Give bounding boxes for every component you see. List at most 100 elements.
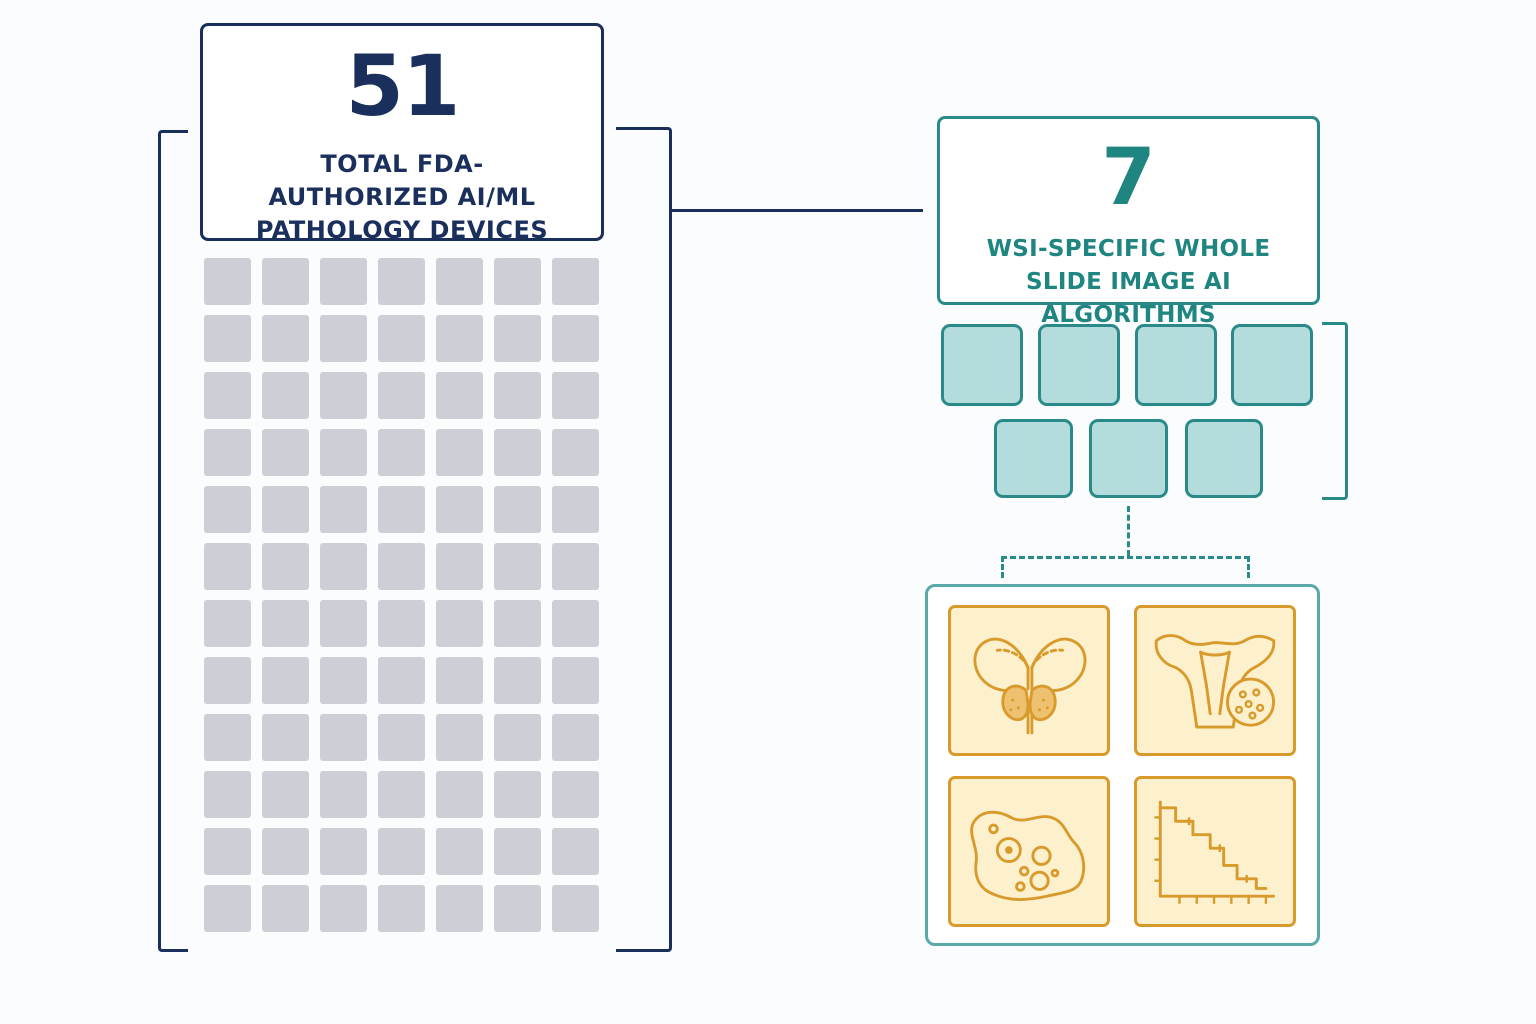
device-cell bbox=[320, 828, 367, 875]
device-cell bbox=[262, 258, 309, 305]
device-cell bbox=[378, 885, 425, 932]
device-cell bbox=[436, 600, 483, 647]
device-cell bbox=[320, 429, 367, 476]
device-cell bbox=[204, 828, 251, 875]
tissue-cells-icon bbox=[970, 810, 1086, 901]
device-cell bbox=[262, 828, 309, 875]
application-tile-cervix bbox=[1134, 605, 1296, 756]
device-cell bbox=[436, 657, 483, 704]
algorithm-tile bbox=[1231, 324, 1313, 406]
device-cell bbox=[204, 657, 251, 704]
device-cell bbox=[262, 885, 309, 932]
device-cell bbox=[552, 885, 599, 932]
device-cell bbox=[494, 315, 541, 362]
device-cell bbox=[494, 372, 541, 419]
application-tile-survival bbox=[1134, 776, 1296, 927]
device-cell bbox=[436, 486, 483, 533]
total-devices-card: 51 TOTAL FDA-AUTHORIZED AI/ML PATHOLOGY … bbox=[200, 23, 604, 244]
device-grid bbox=[204, 258, 604, 934]
algorithms-bracket bbox=[1322, 322, 1348, 500]
device-cell bbox=[436, 543, 483, 590]
device-cell bbox=[378, 657, 425, 704]
device-cell bbox=[262, 486, 309, 533]
device-cell bbox=[262, 429, 309, 476]
device-cell bbox=[204, 714, 251, 761]
device-cell bbox=[494, 771, 541, 818]
device-cell bbox=[552, 543, 599, 590]
right-bracket bbox=[616, 127, 672, 952]
algorithm-tile bbox=[1185, 419, 1263, 498]
device-cell bbox=[378, 714, 425, 761]
wsi-algorithms-label: WSI-SPECIFIC WHOLE SLIDE IMAGE AI ALGORI… bbox=[986, 236, 1271, 328]
device-cell bbox=[436, 771, 483, 818]
wsi-algorithms-card: 7 WSI-SPECIFIC WHOLE SLIDE IMAGE AI ALGO… bbox=[937, 116, 1320, 328]
device-cell bbox=[320, 372, 367, 419]
device-cell bbox=[320, 543, 367, 590]
algorithm-tile bbox=[1089, 419, 1168, 498]
survival-curve-icon bbox=[1154, 800, 1276, 904]
device-cell bbox=[552, 372, 599, 419]
cervix-cell-icon bbox=[1154, 634, 1276, 729]
device-cell bbox=[262, 771, 309, 818]
device-cell bbox=[204, 543, 251, 590]
device-cell bbox=[494, 714, 541, 761]
device-cell bbox=[494, 429, 541, 476]
device-cell bbox=[378, 771, 425, 818]
wsi-algorithms-number: 7 bbox=[1101, 133, 1156, 223]
device-cell bbox=[262, 657, 309, 704]
device-cell bbox=[494, 486, 541, 533]
total-devices-number: 51 bbox=[345, 37, 461, 135]
device-cell bbox=[262, 372, 309, 419]
device-cell bbox=[320, 600, 367, 647]
device-cell bbox=[204, 885, 251, 932]
device-cell bbox=[262, 315, 309, 362]
device-cell bbox=[204, 486, 251, 533]
device-cell bbox=[436, 315, 483, 362]
device-cell bbox=[494, 543, 541, 590]
device-cell bbox=[204, 258, 251, 305]
dashed-connector-branch bbox=[1001, 556, 1250, 578]
device-cell bbox=[436, 714, 483, 761]
device-cell bbox=[436, 372, 483, 419]
device-cell bbox=[436, 885, 483, 932]
device-cell bbox=[552, 486, 599, 533]
device-cell bbox=[262, 543, 309, 590]
device-cell bbox=[494, 600, 541, 647]
device-cell bbox=[552, 828, 599, 875]
device-cell bbox=[552, 771, 599, 818]
total-devices-label: TOTAL FDA-AUTHORIZED AI/ML PATHOLOGY DEV… bbox=[255, 150, 549, 244]
device-cell bbox=[552, 315, 599, 362]
algorithm-tile bbox=[1135, 324, 1217, 406]
device-cell bbox=[204, 771, 251, 818]
device-cell bbox=[494, 885, 541, 932]
prostate-icon bbox=[973, 637, 1087, 735]
device-cell bbox=[320, 315, 367, 362]
dashed-connector-vertical bbox=[1127, 506, 1130, 556]
device-cell bbox=[378, 486, 425, 533]
device-cell bbox=[552, 657, 599, 704]
device-cell bbox=[378, 315, 425, 362]
device-cell bbox=[320, 657, 367, 704]
device-cell bbox=[494, 828, 541, 875]
device-cell bbox=[552, 600, 599, 647]
device-cell bbox=[436, 258, 483, 305]
algorithm-tile bbox=[994, 419, 1073, 498]
device-cell bbox=[320, 486, 367, 533]
device-cell bbox=[436, 429, 483, 476]
device-cell bbox=[494, 657, 541, 704]
device-cell bbox=[552, 714, 599, 761]
device-cell bbox=[494, 258, 541, 305]
device-cell bbox=[204, 600, 251, 647]
device-cell bbox=[204, 315, 251, 362]
device-cell bbox=[378, 372, 425, 419]
device-cell bbox=[378, 600, 425, 647]
device-cell bbox=[320, 714, 367, 761]
device-cell bbox=[436, 828, 483, 875]
device-cell bbox=[204, 429, 251, 476]
device-cell bbox=[552, 429, 599, 476]
device-cell bbox=[320, 885, 367, 932]
algorithm-tile bbox=[1038, 324, 1120, 406]
connector-line bbox=[672, 209, 923, 212]
left-bracket bbox=[158, 130, 188, 952]
application-tile-prostate bbox=[948, 605, 1110, 756]
